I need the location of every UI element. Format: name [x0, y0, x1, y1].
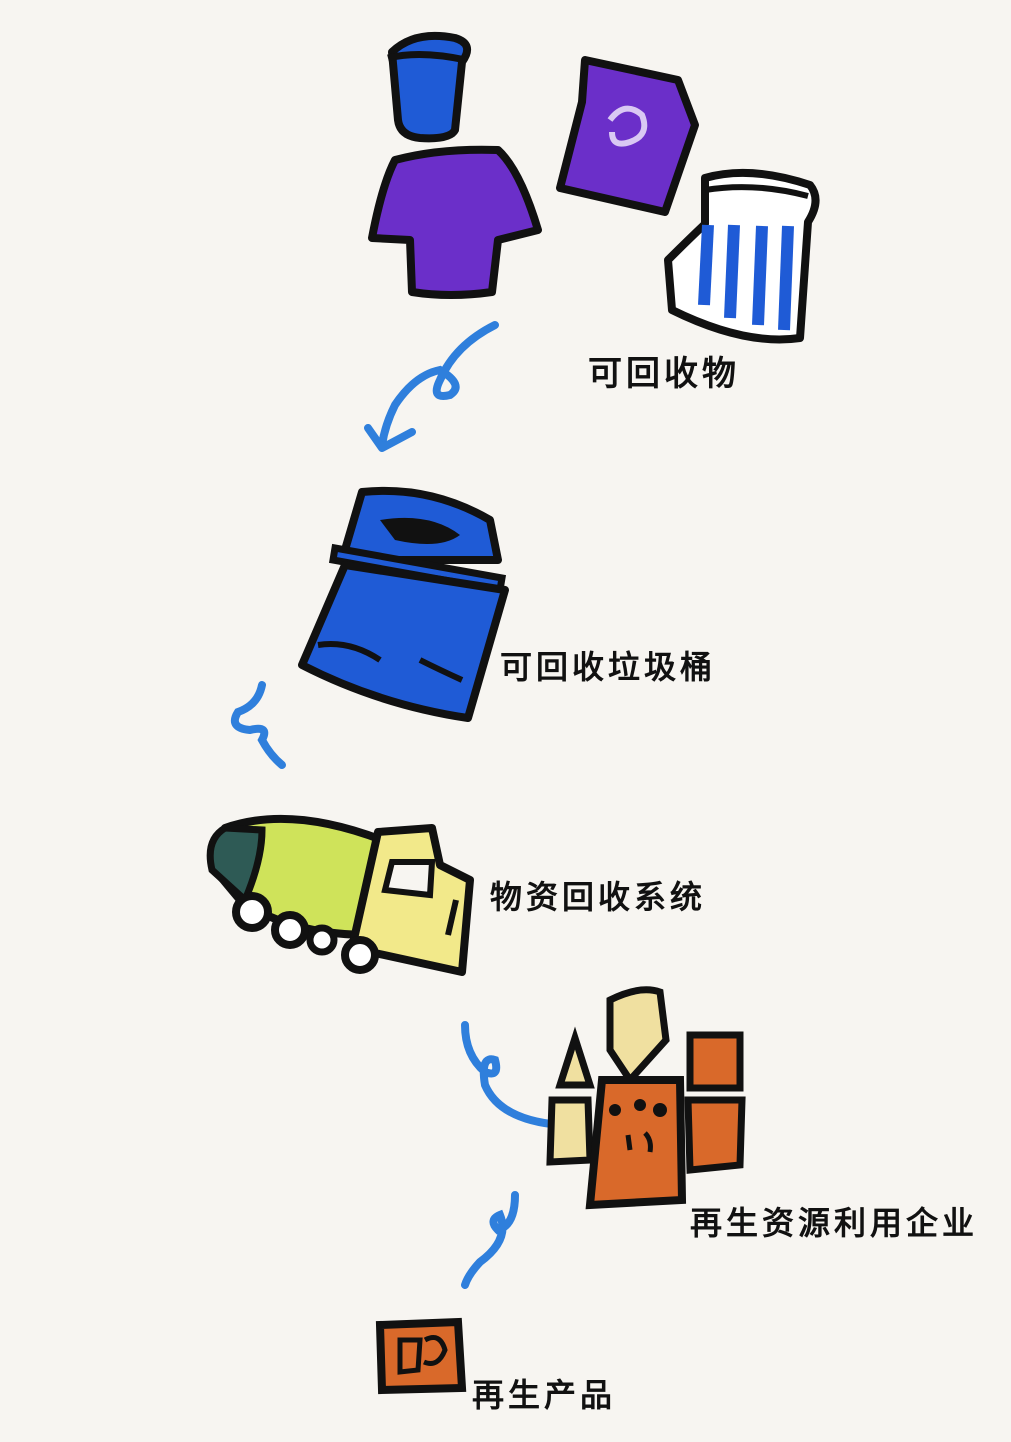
recyclable-package-icon	[556, 56, 699, 216]
recycle-bin-icon	[298, 486, 509, 722]
stage-label-recycled-product: 再生产品	[472, 1376, 617, 1414]
stage-label-collection-system: 物资回收系统	[490, 878, 707, 916]
factory-icon	[546, 986, 746, 1210]
stage-label-recyclables: 可回收物	[588, 354, 740, 394]
curly-arrow-icon	[364, 321, 499, 452]
stage-label-recycling-enterprise: 再生资源利用企业	[690, 1204, 979, 1242]
curly-arrow-icon	[461, 1021, 564, 1129]
stage-label-recycle-bin: 可回收垃圾桶	[500, 648, 717, 686]
person-icon	[368, 31, 542, 299]
curly-arrow-icon	[461, 1191, 519, 1289]
garbage-truck-icon	[206, 814, 474, 976]
trash-can-icon	[664, 168, 820, 344]
product-box-icon	[375, 1317, 467, 1395]
curly-arrow-icon	[231, 681, 286, 769]
